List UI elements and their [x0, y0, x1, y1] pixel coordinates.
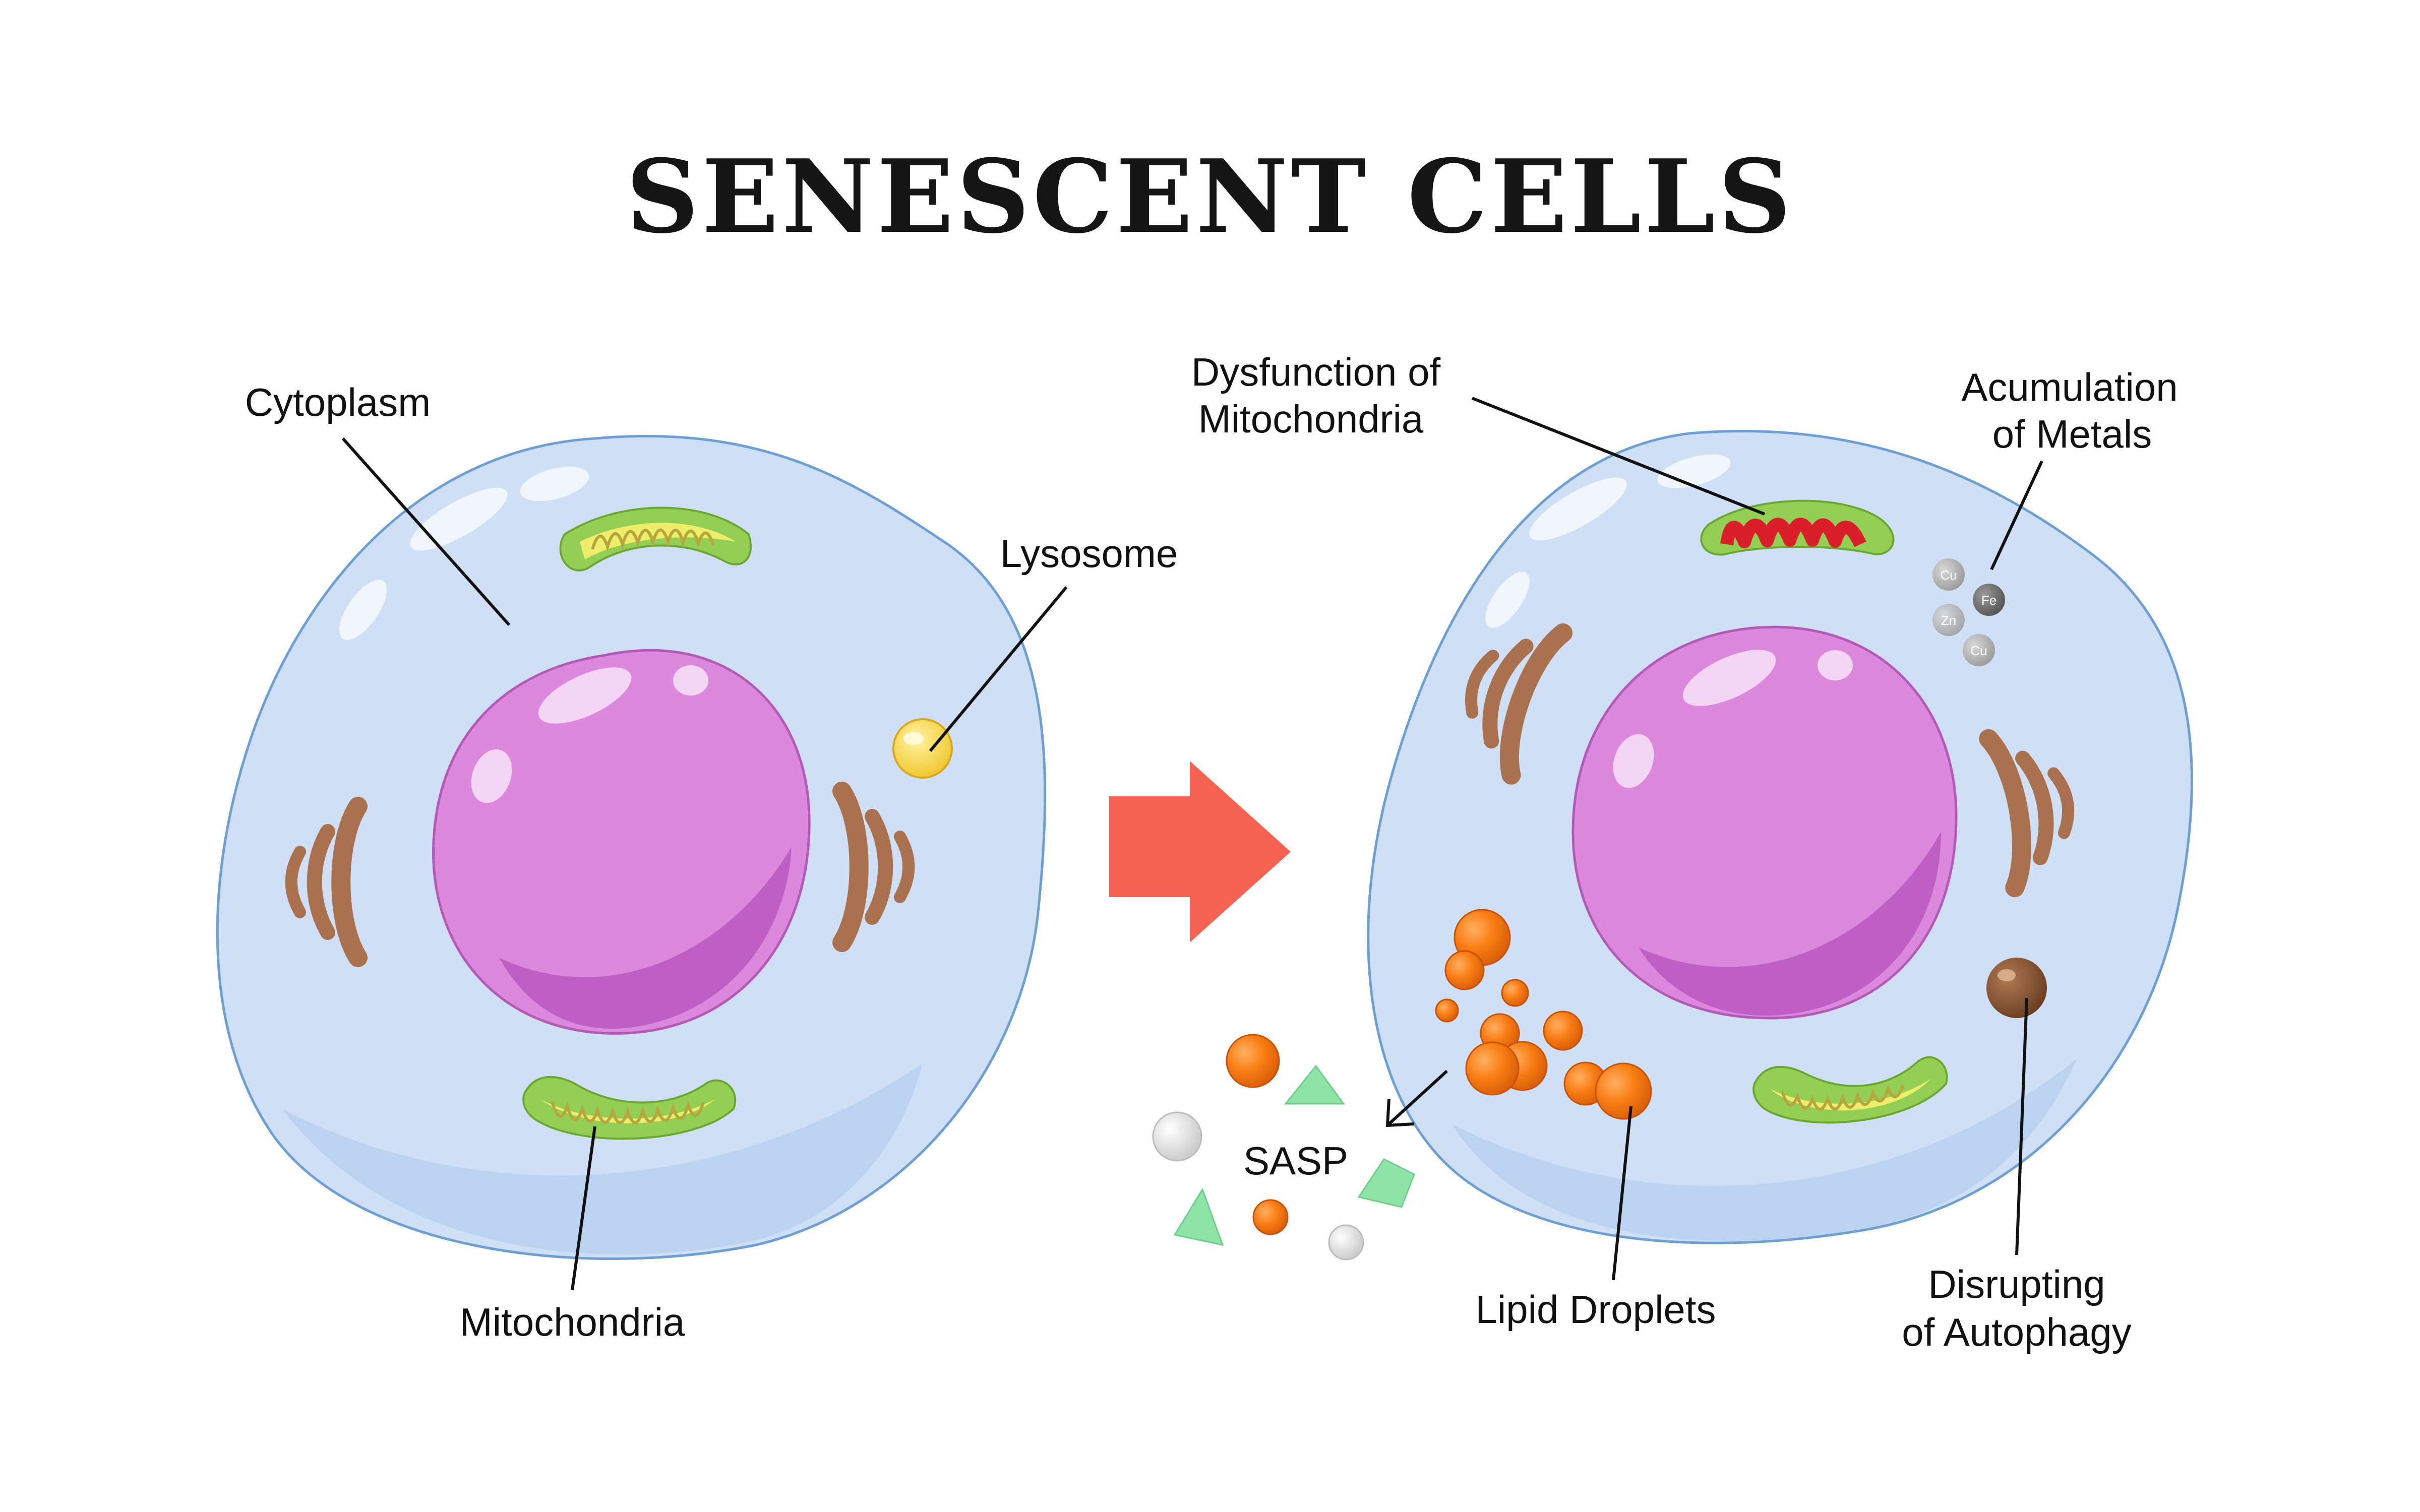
- sasp-release-arrowhead: [1385, 1098, 1415, 1127]
- cytoplasm-shadow: [282, 1063, 923, 1255]
- nucleus: [1571, 625, 1958, 1020]
- metal-ion-label: Fe: [1981, 593, 1996, 608]
- leader-lines: [341, 397, 2043, 1291]
- lipid-droplet: [1444, 950, 1485, 990]
- lysosome-leader: [929, 586, 1068, 752]
- label-dysfunction-line1: Dysfunction of: [1191, 350, 1441, 394]
- lipid-droplet: [1435, 998, 1459, 1023]
- cytoplasm-shadow: [1452, 1058, 2077, 1241]
- sasp-factors: [1152, 1034, 1448, 1261]
- metal-ion-label: Zn: [1941, 613, 1956, 628]
- lipid-leader: [1612, 1106, 1632, 1281]
- metal-ion: [1973, 584, 2005, 616]
- label-cytoplasm: Cytoplasm: [245, 380, 431, 424]
- page-title: SENESCENT CELLS: [626, 138, 1794, 256]
- metal-ion: [1932, 558, 1965, 591]
- sasp-triangle: [1357, 1158, 1415, 1208]
- sasp-sphere: [1328, 1224, 1364, 1261]
- lysosome-highlight: [903, 732, 924, 745]
- cytoplasm-highlight: [410, 487, 508, 551]
- dysfunction-leader: [1471, 397, 1766, 516]
- damaged-mitochondrion: [1700, 499, 1895, 556]
- metal-ions: Cu Fe Zn Cu: [1932, 558, 2005, 666]
- lipid-droplet: [1543, 1011, 1583, 1051]
- sasp-release-arrow: [1387, 1069, 1448, 1125]
- sasp-triangle: [1173, 1187, 1224, 1246]
- mitochondrion: [559, 507, 752, 572]
- lysosome: [892, 718, 953, 779]
- senescent-cell: Cu Fe Zn Cu: [1367, 429, 2193, 1244]
- lipid-droplet: [1465, 1041, 1520, 1096]
- mitochondrion: [1752, 1056, 1948, 1124]
- label-autophagy-line2: of Autophagy: [1902, 1310, 2131, 1354]
- nucleus: [432, 649, 811, 1035]
- label-sasp: SASP: [1243, 1139, 1348, 1183]
- autophagosome: [1986, 958, 2047, 1018]
- metals-leader: [1990, 460, 2043, 571]
- autophagy-leader: [2015, 997, 2028, 1255]
- label-mitochondria: Mitochondria: [460, 1300, 685, 1344]
- sasp-droplet: [1226, 1034, 1280, 1088]
- sasp-droplet: [1252, 1199, 1289, 1235]
- normal-cell: [216, 434, 1047, 1261]
- metal-ion: [1932, 604, 1965, 636]
- label-metals-line1: Acumulation: [1961, 365, 2177, 409]
- label-autophagy-line1: Disrupting: [1928, 1262, 2105, 1306]
- cytoplasm-highlight: [1485, 572, 1530, 628]
- label-lysosome: Lysosome: [1000, 531, 1178, 576]
- cytoplasm-highlight: [339, 580, 387, 640]
- cytoplasm-highlight: [520, 466, 589, 501]
- autophagosome-highlight: [1998, 969, 2016, 981]
- metal-ion-label: Cu: [1940, 568, 1957, 583]
- lipid-droplets: [1435, 909, 1652, 1120]
- sasp-sphere: [1152, 1111, 1202, 1162]
- sasp-triangle: [1284, 1064, 1345, 1105]
- mitochondrion: [522, 1076, 737, 1140]
- metal-ion: [1963, 634, 1995, 666]
- transition-arrow: [1109, 761, 1291, 942]
- label-dysfunction-line2: Mitochondria: [1198, 397, 1424, 441]
- label-metals-line2: of Metals: [1992, 412, 2152, 456]
- cytoplasm-leader: [341, 437, 511, 626]
- cytoplasm-highlight: [1529, 477, 1627, 541]
- lipid-droplet: [1595, 1062, 1652, 1120]
- lipid-droplet: [1501, 979, 1529, 1007]
- mitochondria-leader: [571, 1126, 596, 1291]
- label-lipid-droplets: Lipid Droplets: [1476, 1287, 1716, 1332]
- metal-ion-label: Cu: [1970, 643, 1987, 658]
